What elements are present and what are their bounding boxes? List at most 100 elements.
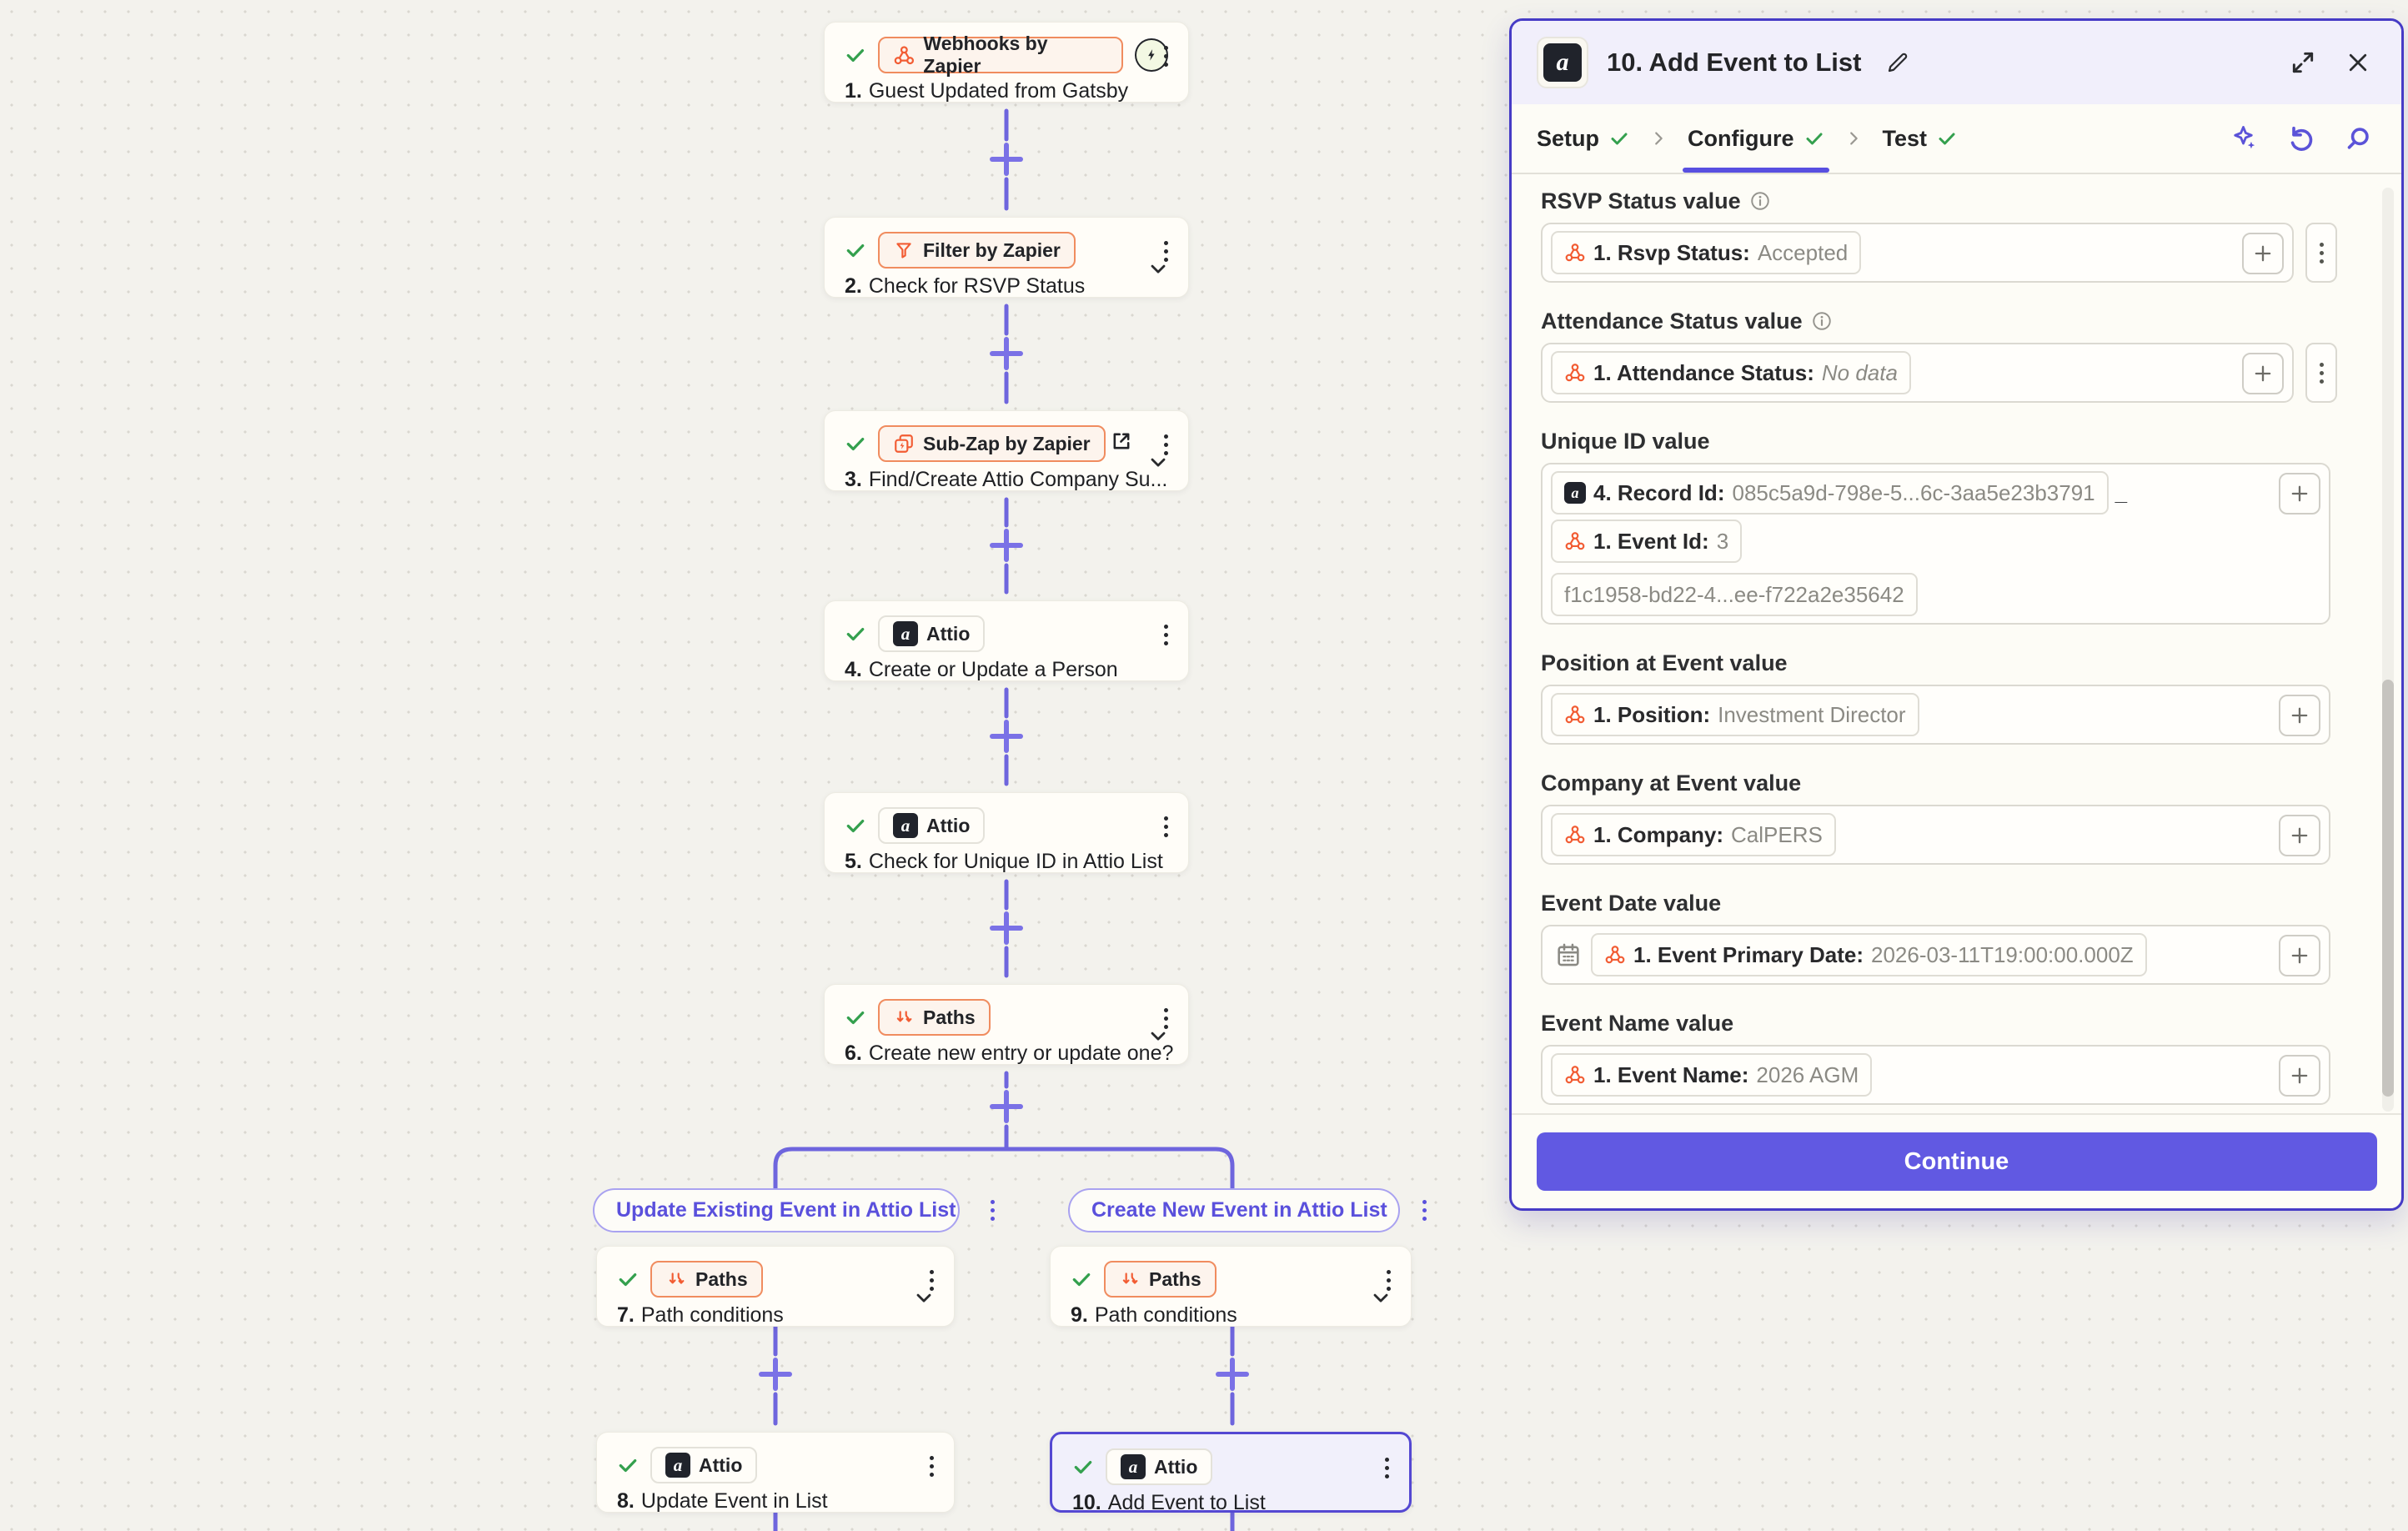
field-rsvp-status: RSVP Status value 1. Rsvp Status: Accept… (1541, 188, 2401, 283)
webhook-icon (1565, 1066, 1585, 1084)
panel-title: 10. Add Event to List (1607, 48, 1862, 77)
calendar-icon[interactable] (1554, 941, 1583, 969)
info-icon[interactable] (1811, 310, 1833, 332)
close-panel-icon[interactable] (2340, 44, 2376, 81)
field-label: Event Name value (1541, 1010, 1734, 1036)
field-attendance-status: Attendance Status value 1. Attendance St… (1541, 308, 2401, 403)
mapped-field-token[interactable]: 1. Company: CalPERS (1551, 813, 1836, 856)
mapped-field-token[interactable]: 1. Event Primary Date: 2026-03-11T19:00:… (1591, 933, 2147, 976)
field-event-date: Event Date value 1. Event Primary Date: … (1541, 890, 2401, 985)
info-icon[interactable] (1749, 190, 1771, 212)
add-step-button[interactable] (990, 529, 1023, 562)
add-step-button[interactable] (990, 720, 1023, 753)
open-subzap-icon[interactable] (1110, 429, 1133, 453)
step-menu-button[interactable] (1164, 46, 1168, 67)
tab-test[interactable]: Test (1883, 126, 1958, 152)
insert-data-button[interactable] (2279, 935, 2320, 976)
chevron-down-icon[interactable] (1146, 450, 1170, 474)
success-check-icon (846, 819, 865, 833)
add-step-button[interactable] (1216, 1358, 1249, 1391)
tab-separator-icon (1844, 129, 1863, 148)
step-menu-button[interactable] (1387, 1270, 1391, 1291)
rsvp-status-input[interactable]: 1. Rsvp Status: Accepted (1541, 223, 2294, 283)
paths-icon (669, 1272, 685, 1284)
step-menu-button[interactable] (930, 1270, 934, 1291)
field-menu-button[interactable] (2305, 223, 2337, 283)
add-step-button[interactable] (990, 143, 1023, 176)
step-menu-button[interactable] (1385, 1458, 1389, 1478)
mapped-field-token-wrap[interactable]: f1c1958-bd22-4...ee-f722a2e35642 (1551, 573, 1918, 616)
chevron-down-icon[interactable] (1146, 257, 1170, 280)
search-icon[interactable] (2340, 120, 2376, 157)
mapped-field-token[interactable]: 1. Rsvp Status: Accepted (1551, 231, 1862, 274)
attendance-status-input[interactable]: 1. Attendance Status: No data (1541, 343, 2294, 403)
step-card-4[interactable]: a Attio 4.Create or Update a Person (824, 600, 1189, 681)
insert-data-button[interactable] (2242, 353, 2284, 394)
branch-label-update-existing[interactable]: Update Existing Event in Attio List (593, 1188, 996, 1232)
step-menu-button[interactable] (1164, 241, 1168, 262)
add-step-button[interactable] (759, 1358, 792, 1391)
step-card-6[interactable]: Paths 6.Create new entry or update one? (824, 984, 1189, 1065)
step-menu-button[interactable] (930, 1456, 934, 1477)
app-pill: Webhooks by Zapier (877, 33, 1124, 77)
step-card-9[interactable]: Paths 9.Path conditions (1050, 1246, 1412, 1327)
branch-menu-button[interactable] (1422, 1200, 1427, 1221)
tab-configure[interactable]: Configure (1683, 126, 1829, 173)
panel-header: a 10. Add Event to List (1512, 21, 2401, 104)
attio-icon: a (893, 621, 918, 646)
app-pill: a Attio (1106, 1448, 1213, 1485)
field-menu-button[interactable] (2305, 343, 2337, 403)
unique-id-input[interactable]: a 4. Record Id: 085c5a9d-798e-5...6c-3aa… (1541, 463, 2330, 625)
webhook-icon (894, 45, 914, 64)
panel-footer: Continue (1512, 1113, 2401, 1208)
branch-label: Create New Event in Attio List (1091, 1198, 1387, 1222)
chevron-down-icon[interactable] (912, 1286, 936, 1309)
add-step-button[interactable] (990, 337, 1023, 370)
step-menu-button[interactable] (1164, 816, 1168, 837)
step-card-5[interactable]: a Attio 5.Check for Unique ID in Attio L… (824, 792, 1189, 873)
undo-refresh-icon[interactable] (2283, 120, 2320, 157)
field-company-at-event: Company at Event value 1. Company: CalPE… (1541, 770, 2401, 865)
panel-scrollbar-thumb[interactable] (2382, 680, 2394, 1097)
event-name-input[interactable]: 1. Event Name: 2026 AGM (1541, 1045, 2330, 1105)
chevron-down-icon[interactable] (1146, 1024, 1170, 1047)
edit-title-icon[interactable] (1879, 44, 1916, 81)
step-card-10-selected[interactable]: a Attio 10.Add Event to List (1050, 1432, 1412, 1514)
position-input[interactable]: 1. Position: Investment Director (1541, 685, 2330, 745)
branch-menu-button[interactable] (991, 1200, 996, 1221)
mapped-field-token[interactable]: 1. Position: Investment Director (1551, 693, 1919, 736)
expand-panel-icon[interactable] (2285, 44, 2321, 81)
insert-data-button[interactable] (2279, 473, 2320, 515)
insert-data-button[interactable] (2279, 695, 2320, 736)
company-input[interactable]: 1. Company: CalPERS (1541, 805, 2330, 865)
mapped-field-token[interactable]: 1. Event Id: 3 (1551, 520, 1743, 563)
step-card-8[interactable]: a Attio 8.Update Event in List (596, 1432, 955, 1513)
mapped-field-token[interactable]: 1. Event Name: 2026 AGM (1551, 1053, 1873, 1097)
insert-data-button[interactable] (2279, 1055, 2320, 1097)
insert-data-button[interactable] (2279, 815, 2320, 856)
app-pill: Paths (650, 1261, 763, 1298)
webhook-icon (1565, 364, 1585, 382)
step-menu-button[interactable] (1164, 625, 1168, 645)
success-check-icon (846, 627, 865, 641)
step-menu-button[interactable] (1164, 1008, 1168, 1029)
tab-setup[interactable]: Setup (1537, 126, 1629, 152)
step-card-3[interactable]: Sub-Zap by Zapier 3.Find/Create Attio Co… (824, 410, 1189, 491)
branch-label-create-new[interactable]: Create New Event in Attio List (1068, 1188, 1427, 1232)
event-date-input[interactable]: 1. Event Primary Date: 2026-03-11T19:00:… (1541, 925, 2330, 985)
insert-data-button[interactable] (2242, 233, 2284, 274)
step-menu-button[interactable] (1164, 434, 1168, 455)
step-card-1[interactable]: Webhooks by Zapier 1.Guest Updated from … (824, 22, 1189, 103)
chevron-down-icon[interactable] (1369, 1286, 1392, 1309)
step-card-2[interactable]: Filter by Zapier 2.Check for RSVP Status (824, 217, 1189, 298)
step-card-7[interactable]: Paths 7.Path conditions (596, 1246, 955, 1327)
add-step-button[interactable] (990, 911, 1023, 945)
step-tabs: Setup Configure Test (1512, 104, 2401, 174)
mapped-field-token[interactable]: 1. Attendance Status: No data (1551, 351, 1911, 394)
attio-icon: a (1564, 482, 1586, 504)
continue-button[interactable]: Continue (1536, 1132, 2377, 1191)
mapped-field-token[interactable]: a 4. Record Id: 085c5a9d-798e-5...6c-3aa… (1551, 471, 2109, 515)
ai-sparkle-icon[interactable] (2226, 120, 2263, 157)
add-step-button[interactable] (990, 1090, 1023, 1123)
